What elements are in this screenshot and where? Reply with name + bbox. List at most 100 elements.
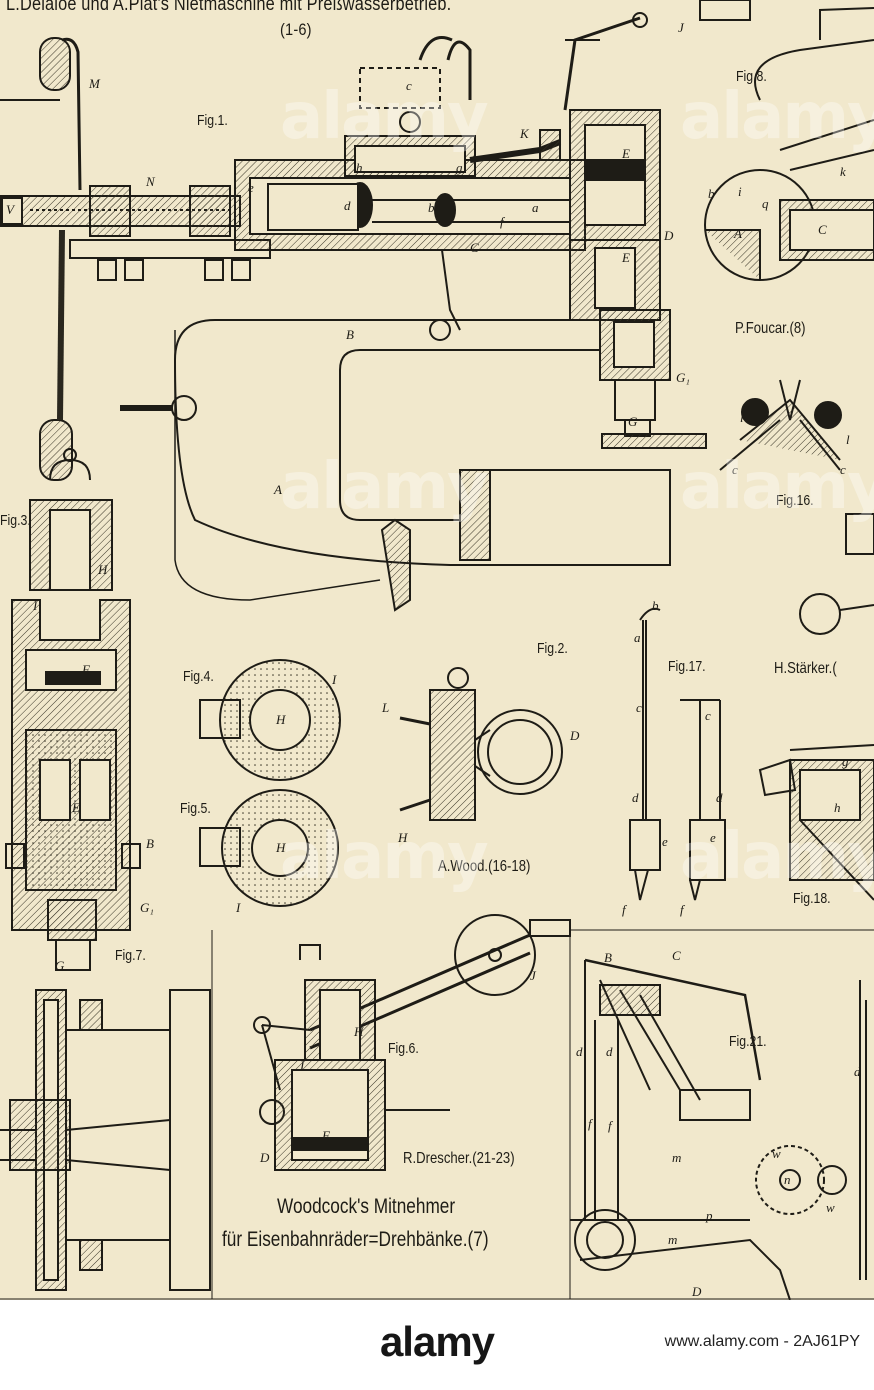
part-letter: q	[762, 196, 769, 211]
part-letter: f	[588, 1116, 592, 1131]
part-letter: g	[842, 754, 849, 769]
fig6-press	[253, 914, 571, 1171]
part-letter: e	[710, 830, 716, 845]
part-letter: K	[520, 126, 529, 141]
fig7-label: Fig.7.	[115, 947, 146, 964]
part-letter: H	[398, 830, 408, 845]
part-letter: I	[300, 1058, 305, 1073]
part-letter: m	[668, 1232, 678, 1247]
part-letter: C	[672, 948, 681, 963]
part-letter: h	[834, 800, 841, 815]
part-letter: D	[260, 1150, 270, 1165]
alamy-logo: alamy	[379, 1318, 495, 1365]
part-letter: b	[652, 598, 659, 613]
part-letter: G₁	[140, 900, 154, 915]
part-letter: w	[826, 1200, 835, 1215]
fig2-valve	[399, 667, 563, 821]
part-letter: B	[604, 950, 612, 965]
part-letter: k	[840, 164, 846, 179]
credit-drescher: R.Drescher.(21-23)	[403, 1150, 515, 1167]
fig17-label: Fig.17.	[668, 658, 706, 675]
stock-image-id: www.alamy.com - 2AJ61PY	[664, 1333, 860, 1350]
part-letter: g	[456, 160, 463, 175]
part-letter: J	[530, 968, 536, 983]
fig3-label: Fig.3.	[0, 512, 31, 529]
fig1-riveting-machine	[0, 12, 707, 612]
part-letter: f	[680, 902, 684, 917]
fig18-label: Fig.18.	[793, 890, 831, 907]
part-letter: J	[678, 20, 684, 35]
part-letter: A	[734, 226, 742, 241]
watermark: alamy	[280, 450, 489, 524]
watermark: alamy	[280, 820, 489, 894]
fig3-section	[5, 448, 141, 971]
part-letter: D	[570, 728, 580, 743]
credit-foucar: P.Foucar.(8)	[735, 320, 806, 337]
part-letter: D	[664, 228, 674, 243]
fig8-label: Fig.8.	[736, 68, 767, 85]
part-letter: i	[738, 184, 742, 199]
part-letter: C	[818, 222, 827, 237]
watermark: alamy	[680, 450, 874, 524]
fig5-section	[199, 789, 339, 907]
part-letter: B	[146, 836, 154, 851]
caption-line-1: Woodcock's Mitnehmer	[277, 1195, 456, 1218]
caption-line-2: für Eisenbahnräder=Drehbänke.(7)	[222, 1228, 489, 1251]
fig8-mechanism	[699, 0, 874, 281]
part-letter: a	[532, 200, 539, 215]
part-letter: H	[276, 712, 286, 727]
credit-staerker: H.Stärker.(	[774, 660, 837, 677]
part-letter: L	[382, 700, 390, 715]
part-letter: c	[732, 462, 738, 477]
part-letter: B	[346, 327, 354, 342]
part-letter: h	[356, 160, 363, 175]
part-letter: d	[344, 198, 351, 213]
part-letter: E	[72, 800, 80, 815]
part-letter: H	[354, 1024, 364, 1039]
part-letter: A	[274, 482, 282, 497]
part-letter: G₁	[676, 370, 690, 385]
fig6-label: Fig.6.	[388, 1040, 419, 1057]
fig5-label: Fig.5.	[180, 800, 211, 817]
fig1-label: Fig.1.	[197, 112, 228, 129]
part-letter: c	[840, 462, 846, 477]
part-letter: d	[576, 1044, 583, 1059]
part-letter: I	[33, 598, 38, 613]
part-letter: I	[236, 900, 241, 915]
part-letter: f	[500, 214, 504, 229]
part-letter: I	[332, 672, 337, 687]
part-letter: w	[772, 1146, 781, 1161]
part-letter: a	[634, 630, 641, 645]
part-letter: d	[632, 790, 639, 805]
engraving-plate: L.Delaloe und A.Piat's Nietmaschine mit …	[0, 0, 874, 1300]
fig7-driver	[0, 989, 211, 1291]
part-letter: f	[622, 902, 626, 917]
part-letter: p	[706, 1208, 713, 1223]
credit-wood: A.Wood.(16-18)	[438, 858, 531, 875]
fig21-label: Fig.21.	[729, 1033, 767, 1050]
plate-title-figures: (1-6)	[280, 20, 312, 39]
part-letter: D	[692, 1284, 702, 1299]
stock-footer: alamy www.alamy.com - 2AJ61PY	[0, 1300, 874, 1390]
fig17-mechanism	[629, 607, 726, 901]
part-letter: n	[784, 1172, 791, 1187]
fig2-label: Fig.2.	[537, 640, 568, 657]
part-letter: b	[428, 200, 435, 215]
plate-title: L.Delaloe und A.Piat's Nietmaschine mit …	[6, 0, 452, 15]
part-letter: d	[854, 1064, 861, 1079]
part-letter: m	[672, 1150, 682, 1165]
watermark: alamy	[280, 80, 489, 154]
part-letter: c	[636, 700, 642, 715]
part-letter: b	[708, 186, 715, 201]
fig4-section	[199, 659, 341, 781]
part-letter: e	[662, 834, 668, 849]
technical-drawing	[0, 0, 874, 1300]
part-letter: V	[6, 202, 14, 217]
part-letter: F	[322, 1128, 330, 1143]
part-letter: E	[622, 146, 630, 161]
part-letter: C	[470, 240, 479, 255]
part-letter: H	[276, 840, 286, 855]
fig21-mechanism	[570, 958, 867, 1300]
fig4-label: Fig.4.	[183, 668, 214, 685]
part-letter: e	[248, 180, 254, 195]
